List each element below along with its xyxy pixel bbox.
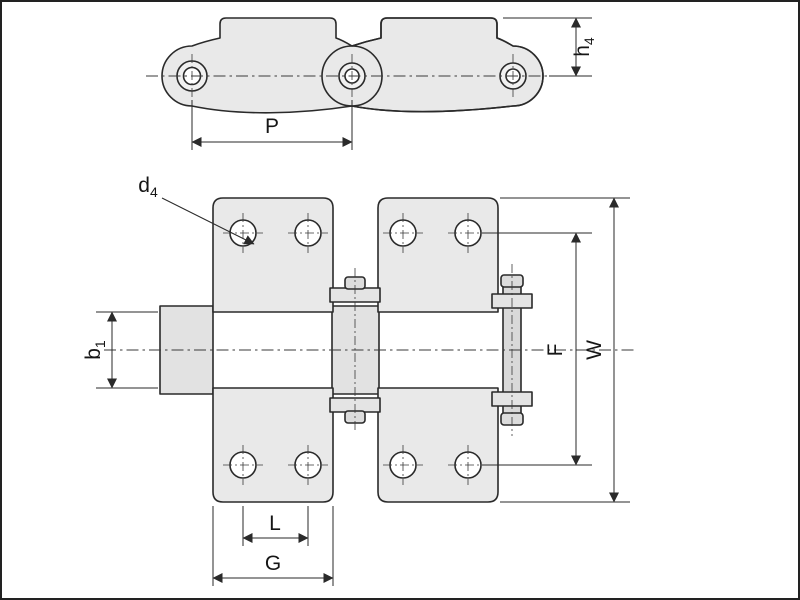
link-plate-back-edge: [321, 17, 544, 113]
dimension-attachment-height: h4: [503, 17, 597, 77]
attachment-plate-top-left: [212, 197, 334, 313]
right-pin-link: [491, 264, 533, 436]
link-plates: [161, 17, 544, 114]
dim-label-b1: b1: [82, 340, 108, 360]
dimension-attachment-length: G: [212, 506, 334, 586]
dim-label-G: G: [265, 552, 281, 575]
plan-view-chain: d4 b1 L G: [82, 174, 634, 586]
dimension-hole-diameter: d4: [138, 174, 255, 245]
dimension-inner-width: b1: [82, 311, 158, 389]
dim-label-pitch: P: [265, 115, 279, 138]
dim-label-W: W: [583, 340, 606, 360]
dim-label-h4: h4: [571, 37, 597, 57]
attachment-plate-bottom-right: [377, 387, 499, 503]
dim-label-d4: d4: [138, 174, 158, 200]
hole-centerlines: [223, 213, 488, 485]
dimension-overall-width: W: [500, 197, 630, 503]
dim-label-F: F: [544, 344, 567, 357]
dimension-pitch: P: [191, 100, 353, 150]
side-view-chain: P h4: [146, 17, 597, 150]
dim-label-L: L: [269, 512, 281, 535]
dimension-hole-spacing: L: [242, 506, 309, 546]
attachment-plate-top-right: [377, 197, 499, 313]
attachment-plate-bottom-left: [212, 387, 334, 503]
side-view-centerlines: [146, 54, 556, 98]
dimension-hole-span: F: [482, 232, 592, 466]
